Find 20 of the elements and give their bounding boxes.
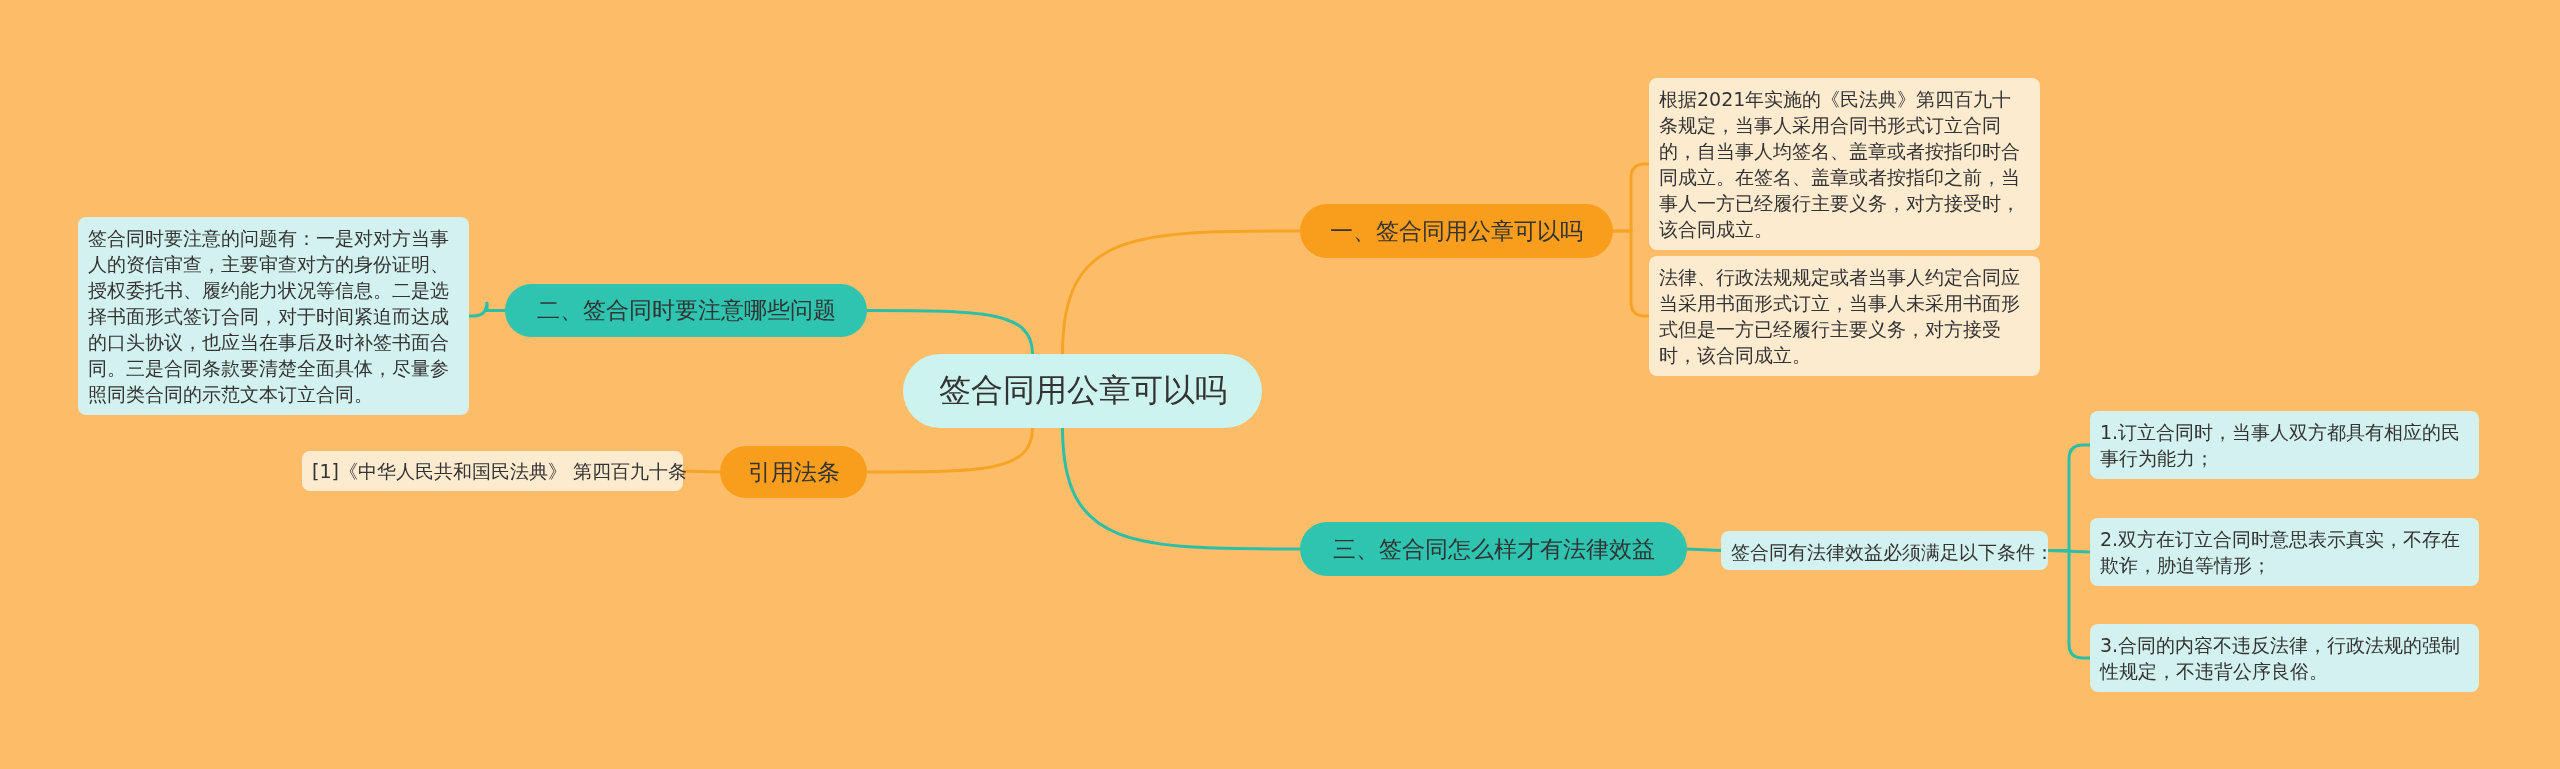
- connector-line: [1686, 547, 1722, 552]
- text-card: 根据2021年实施的《民法典》第四百九十条规定，当事人采用合同书形式订立合同的，自当事人均签名、盖章或者按指印时合同成立。在签名、盖章或者按指印之前，当事人一方已经履行主要义务，对方接受时，该合同成立。: [1649, 78, 2040, 250]
- text-card: 3.合同的内容不违反法律，行政法规的强制性规定，不违背公序良俗。: [2090, 624, 2479, 692]
- text-card: 法律、行政法规规定或者当事人约定合同应当采用书面形式订立，当事人未采用书面形式但是一方已经履行主要义务，对方接受时，该合同成立。: [1649, 256, 2040, 376]
- branch-topic-box: 二、签合同时要注意哪些问题: [505, 284, 867, 337]
- branch-topic-box: 一、签合同用公章可以吗: [1300, 204, 1613, 258]
- branch-topic-box: 引用法条: [720, 446, 867, 498]
- text-card: 1.订立合同时，当事人双方都具有相应的民事行为能力；: [2090, 411, 2479, 479]
- connector-line: [867, 309, 1034, 355]
- root-topic-box: 签合同用公章可以吗: [903, 354, 1262, 428]
- text-card: 2.双方在订立合同时意思表示真实，不存在欺诈，胁迫等情形；: [2090, 518, 2479, 586]
- connector-line: [867, 427, 1034, 474]
- connector-line: [2048, 549, 2090, 660]
- connector-line: [469, 300, 505, 318]
- connector-line: [682, 469, 721, 474]
- connector-line: [1061, 229, 1300, 355]
- branch-topic-box: 三、签合同怎么样才有法律效益: [1300, 522, 1687, 576]
- connector-line: [1061, 427, 1300, 551]
- text-card: 签合同有法律效益必须满足以下条件：: [1721, 531, 2048, 570]
- text-card: 签合同时要注意的问题有：一是对对方当事人的资信审查，主要审查对方的身份证明、授权委托书、履约能力状况等信息。二是选择书面形式签订合同，对于时间紧迫而达成的口头协议，也应当在事后及时补签书面合同。三是合同条款要清楚全面具体，尽量参照同类合同的示范文本订立合同。: [78, 217, 469, 415]
